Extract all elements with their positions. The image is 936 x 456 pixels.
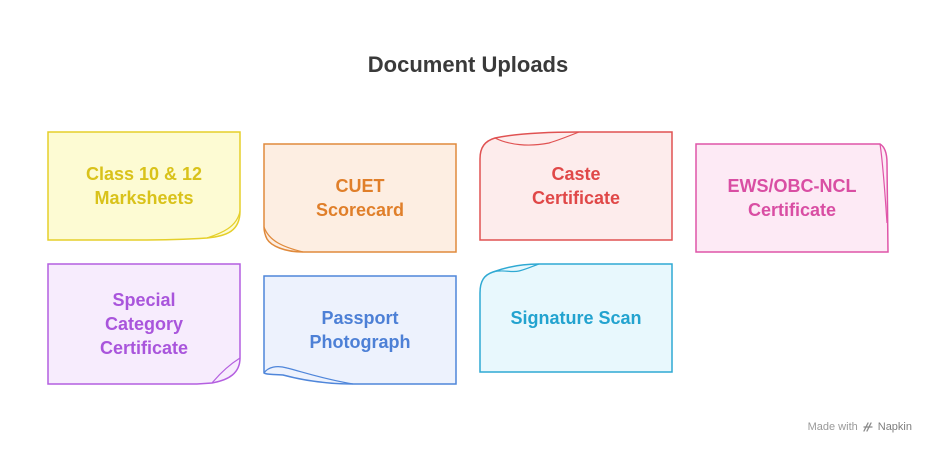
card-label: Caste Certificate [531,164,621,208]
napkin-logo-icon [863,422,873,432]
card-shape [47,131,241,241]
fold-curl [211,357,241,384]
card-shape [479,131,673,241]
card-shape [263,143,457,253]
fold-curl [206,210,241,239]
page-title: Document Uploads [367,52,569,77]
card-label: Signature Scan [510,308,642,328]
card-shape [479,263,673,373]
fold-curl [492,263,540,273]
card-outline [47,131,241,241]
fold-curl [263,226,304,253]
fold-curl [494,131,580,146]
card-special-category: Special Category Certificate [47,263,241,385]
card-shape [47,263,241,385]
card-passport: Passport Photograph [263,275,457,385]
card-shape [263,275,457,385]
napkin-watermark: Made with Napkin [808,421,912,433]
card-outline [479,263,673,373]
card-cuet: CUET Scorecard [263,143,457,253]
card-label: Special Category Certificate [99,290,189,358]
card-signature: Signature Scan [479,263,673,373]
watermark-prefix: Made with [807,421,858,433]
fold-curl [879,143,888,224]
fold-curl [263,366,354,385]
watermark-brand: Napkin [877,421,912,433]
card-marksheets: Class 10 & 12 Marksheets [47,131,241,241]
card-label: EWS/OBC-NCL Certificate [727,176,857,220]
card-ews: EWS/OBC-NCL Certificate [695,143,889,253]
card-caste: Caste Certificate [479,131,673,241]
card-label: Class 10 & 12 Marksheets [85,164,203,208]
card-shape [695,143,889,253]
card-label: CUET Scorecard [315,176,405,220]
card-label: Passport Photograph [309,308,411,352]
